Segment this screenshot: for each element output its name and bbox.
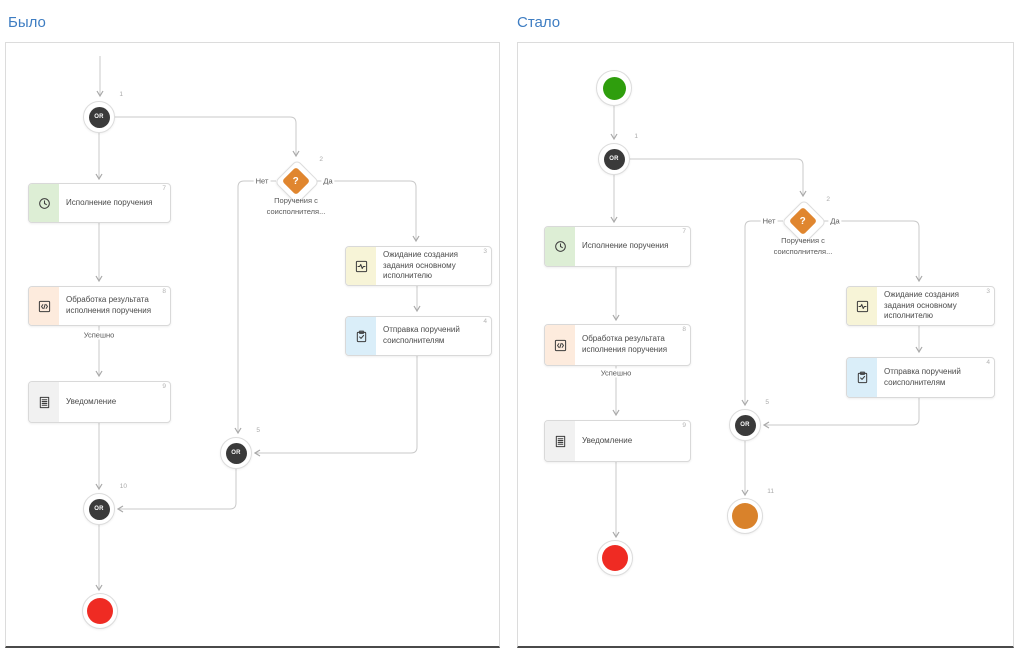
task-execution[interactable]: Исполнение поручения 7 [28,183,171,223]
code-icon [29,287,59,325]
node-number: 10 [119,483,127,490]
task-sending[interactable]: Отправка поручений соисполнителям 4 [846,357,995,398]
start-event[interactable] [596,70,632,106]
node-number: 5 [256,427,260,434]
document-icon [29,382,59,422]
node-number: 11 [767,488,774,495]
or-merge-node[interactable]: OR 5 [729,399,769,441]
end-event-icon [87,598,113,624]
suspend-event[interactable]: 11 [727,488,774,534]
task-notification[interactable]: Уведомление 9 [28,381,171,423]
task-processing[interactable]: Обработка результата исполнения поручени… [28,286,171,326]
or-gateway-node[interactable]: OR 1 [598,133,638,175]
clipboard-check-icon [847,358,877,397]
decision-gateway[interactable]: ? 2 [274,156,323,205]
task-execution[interactable]: Исполнение поручения 7 [544,226,691,267]
task-notification[interactable]: Уведомление 9 [544,420,691,462]
node-number: 5 [765,399,769,406]
branch-label-no: Нет [253,176,271,186]
branch-label-no: Нет [760,216,778,226]
task-waiting[interactable]: Ожидание создания задания основному испо… [846,286,995,326]
node-number: 1 [119,91,123,98]
gateway-caption: Поручения с соисполнителя... [266,196,326,216]
end-event[interactable] [597,540,633,576]
before-title: Было [8,14,46,31]
or-gateway-node[interactable]: OR 1 [83,91,123,133]
clipboard-check-icon [346,317,376,355]
before-diagram-panel: OR 1 ? 2 Нет Да Поручения с соисполнител… [5,42,500,648]
edge-label-success: Успешно [81,330,117,340]
after-diagram-panel: OR 1 ? 2 Нет Да Поручения с соисполнител… [517,42,1014,648]
clock-icon [29,184,59,222]
or-label: OR [88,498,110,520]
clock-icon [545,227,575,266]
branch-label-yes: Да [828,216,842,226]
edge-label-success: Успешно [598,368,634,378]
or-merge-node[interactable]: OR 5 [220,427,260,469]
node-number: 2 [319,156,323,163]
node-number: 2 [826,196,830,203]
or-label: OR [603,148,625,170]
branch-label-yes: Да [321,176,335,186]
or-label: OR [88,106,110,128]
end-event[interactable] [82,593,118,629]
document-icon [545,421,575,461]
or-label: OR [734,414,756,436]
end-event-icon [602,545,628,571]
task-sending[interactable]: Отправка поручений соисполнителям 4 [345,316,492,356]
task-processing[interactable]: Обработка результата исполнения поручени… [544,324,691,366]
gateway-caption: Поручения с соисполнителя... [773,236,833,256]
task-waiting[interactable]: Ожидание создания задания основному испо… [345,246,492,286]
suspend-event-icon [732,503,758,529]
start-event-icon [602,76,626,100]
pulse-icon [346,247,376,285]
or-merge-node[interactable]: OR 10 [83,483,127,525]
after-title: Стало [517,14,561,31]
node-number: 1 [634,133,638,140]
decision-gateway[interactable]: ? 2 [781,196,830,245]
or-label: OR [225,442,247,464]
code-icon [545,325,575,365]
pulse-icon [847,287,877,325]
